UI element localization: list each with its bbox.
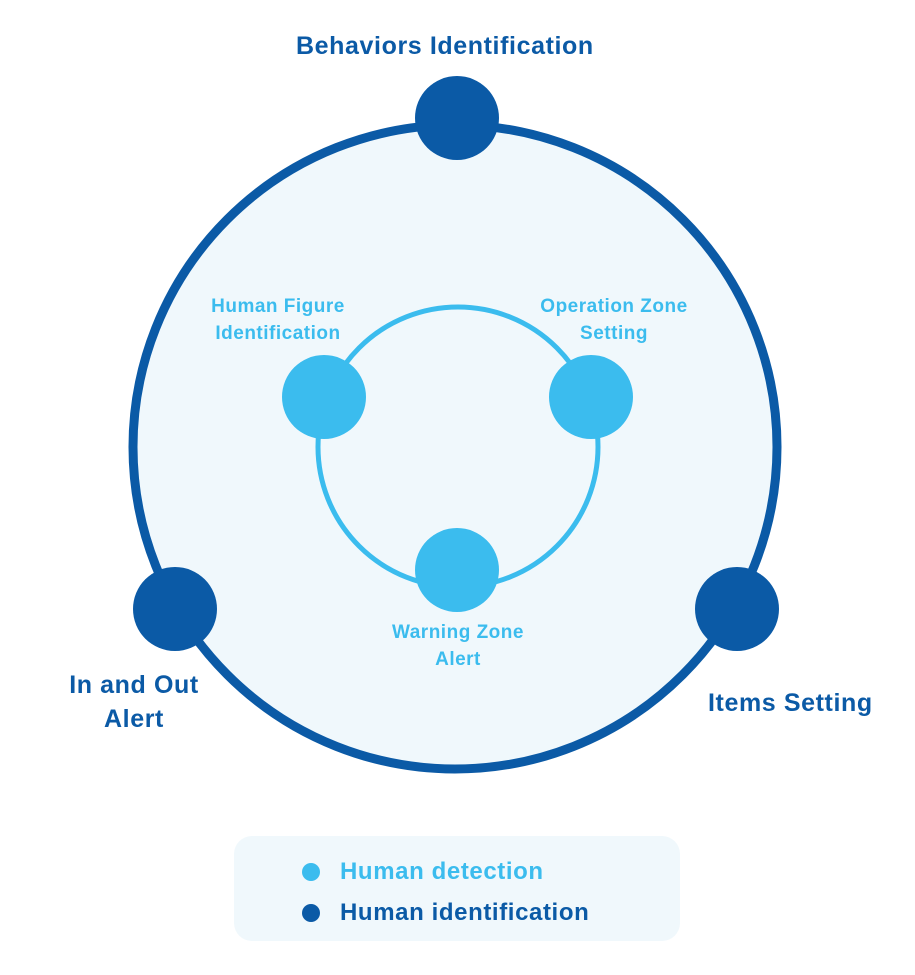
label-items-setting: Items Setting	[708, 689, 873, 717]
legend-label: Human identification	[340, 899, 590, 926]
label-in-and-out-alert: In and Out Alert	[69, 671, 199, 733]
label-operation-zone-setting: Operation Zone Setting	[540, 296, 688, 344]
label-human-figure-identification: Human Figure Identification	[211, 296, 345, 344]
outer-node-behaviors-identification	[415, 76, 499, 160]
legend-label: Human detection	[340, 858, 544, 885]
legend-item-human-detection: Human detection	[302, 857, 544, 887]
legend: Human detection Human identification	[234, 836, 680, 941]
outer-node-items-setting	[695, 567, 779, 651]
inner-node-human-figure-identification	[282, 355, 366, 439]
legend-item-human-identification: Human identification	[302, 898, 589, 928]
outer-node-in-and-out-alert	[133, 567, 217, 651]
legend-dot-dark-blue	[302, 904, 320, 922]
inner-node-warning-zone-alert	[415, 528, 499, 612]
legend-dot-light-blue	[302, 863, 320, 881]
inner-node-operation-zone-setting	[549, 355, 633, 439]
label-warning-zone-alert: Warning Zone Alert	[392, 622, 524, 670]
label-behaviors-identification: Behaviors Identification	[296, 32, 594, 60]
